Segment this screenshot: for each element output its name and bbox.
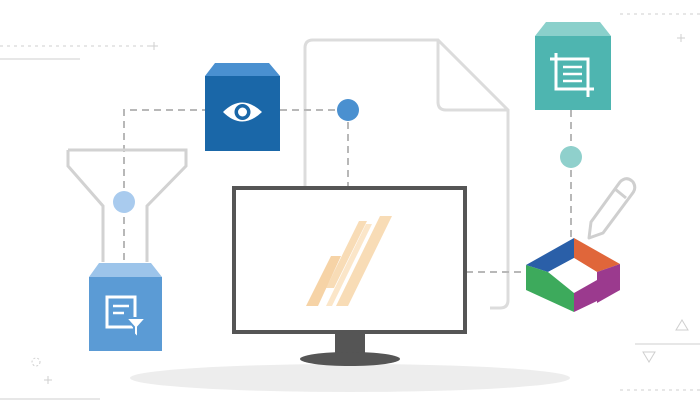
floor-shadow bbox=[130, 364, 570, 392]
background-decorations bbox=[0, 13, 700, 400]
eye-icon bbox=[223, 102, 262, 122]
connector-node-lightblue bbox=[113, 191, 135, 213]
document-outline-icon bbox=[303, 38, 510, 310]
crop-icon bbox=[550, 53, 594, 97]
monitor-icon bbox=[232, 186, 467, 366]
double-slash-logo bbox=[306, 216, 392, 306]
filtered-document-box bbox=[89, 263, 162, 351]
funnel-icon bbox=[66, 148, 188, 262]
view-box bbox=[205, 63, 280, 151]
crop-box bbox=[535, 22, 611, 110]
connector-node-teal bbox=[560, 146, 582, 168]
connector-node-blue bbox=[337, 99, 359, 121]
pencil-icon bbox=[587, 177, 637, 240]
document-filter-icon bbox=[105, 295, 149, 341]
color-box-icon bbox=[526, 238, 620, 312]
